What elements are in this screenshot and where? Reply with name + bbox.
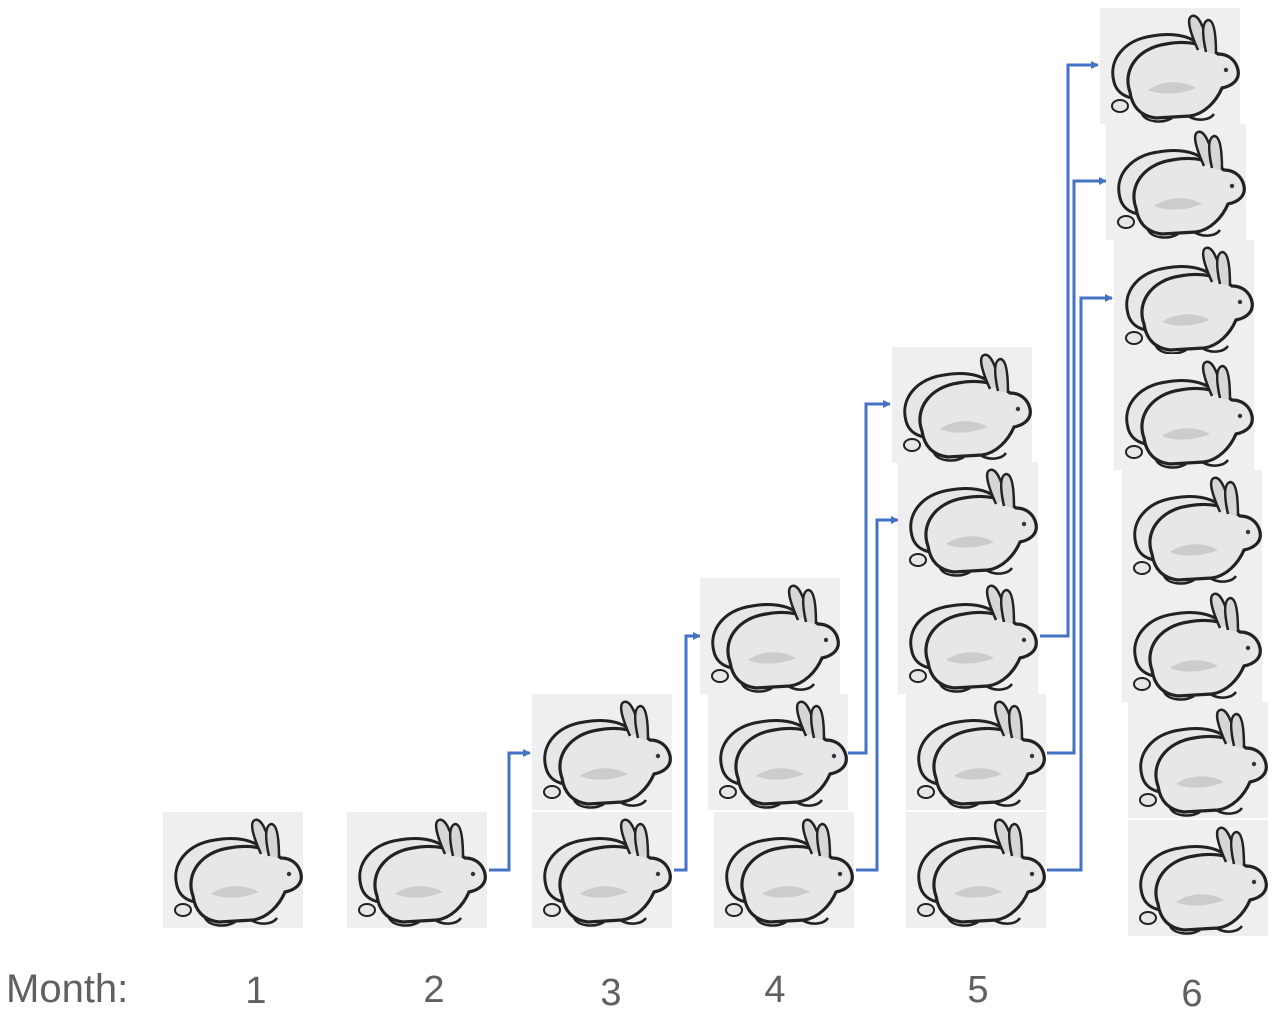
rabbit-pair-icon <box>1122 470 1262 586</box>
rabbit-pair-icon <box>1128 702 1268 818</box>
rabbit-pair-icon <box>906 694 1046 810</box>
rabbit-pair-icon <box>906 812 1046 928</box>
arrow-m2-to-m3 <box>489 749 531 872</box>
arrow-m3-to-m4 <box>674 632 701 872</box>
month-label-2: 2 <box>423 969 444 1010</box>
rabbit-pair-icon <box>700 578 840 694</box>
rabbit-pair-icon <box>708 694 848 810</box>
rabbit-pair-icon <box>532 694 672 810</box>
rabbit-pair-icon <box>898 462 1038 578</box>
month-label-6: 6 <box>1181 973 1202 1010</box>
arrow-m5-a-to-m6 <box>1040 61 1099 638</box>
month-label-1: 1 <box>245 970 266 1010</box>
arrow-m5-c-to-m6 <box>1047 294 1113 872</box>
rabbit-tiles <box>163 8 1268 936</box>
arrow-m5-b-to-m6 <box>1047 177 1107 755</box>
rabbit-pair-icon <box>1114 240 1254 356</box>
rabbit-pair-icon <box>898 578 1038 694</box>
arrow-m4-a-to-m5 <box>848 400 891 755</box>
arrow-m4-b-to-m5 <box>856 516 899 872</box>
rabbit-pair-icon <box>532 812 672 928</box>
growth-arrows <box>489 61 1113 872</box>
rabbit-pair-icon <box>1122 586 1262 702</box>
rabbit-pair-icon <box>1114 354 1254 470</box>
month-row-label: Month: <box>6 967 128 1010</box>
rabbit-pair-icon <box>1128 820 1268 936</box>
rabbit-pair-icon <box>714 812 854 928</box>
rabbit-pair-icon <box>1100 8 1240 124</box>
rabbit-pair-icon <box>347 812 487 928</box>
month-label-5: 5 <box>967 969 988 1010</box>
month-label-4: 4 <box>764 969 785 1010</box>
rabbit-pair-icon <box>1106 124 1246 240</box>
rabbit-pair-icon <box>892 347 1032 463</box>
rabbit-pair-icon <box>163 812 303 928</box>
month-label-3: 3 <box>600 972 621 1010</box>
